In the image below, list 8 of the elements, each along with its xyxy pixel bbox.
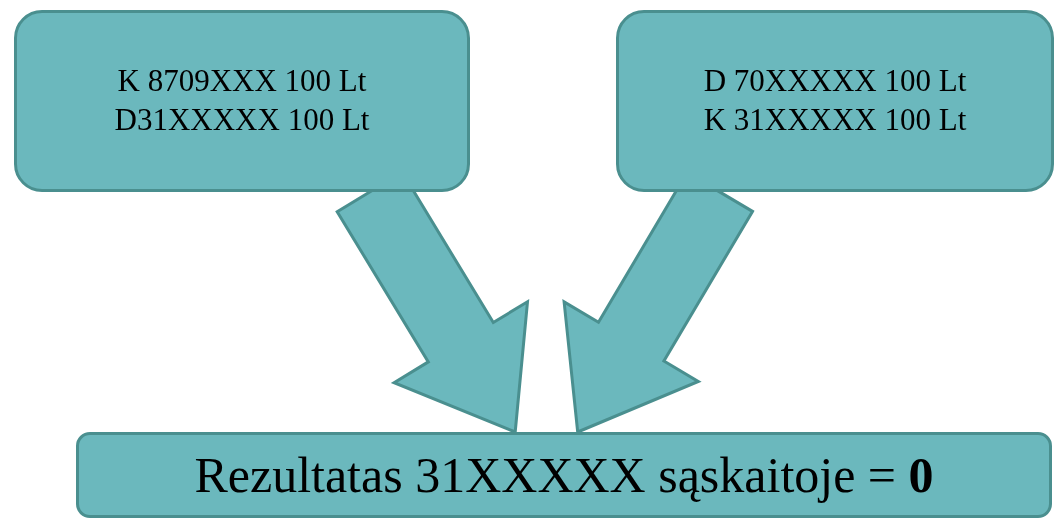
box-text: K 31XXXXX 100 Lt — [703, 101, 967, 139]
box-text: K 8709XXX 100 Lt — [117, 62, 367, 101]
box-text: Rezultatas 31XXXXX sąskaitoje = 0 — [194, 445, 934, 505]
rounded-box — [76, 432, 1052, 518]
box-text: D31XXXXX 100 Lt — [114, 101, 370, 139]
rounded-box — [616, 10, 1054, 192]
rounded-box — [14, 10, 470, 192]
box-text: D 70XXXXX 100 Lt — [703, 62, 967, 101]
